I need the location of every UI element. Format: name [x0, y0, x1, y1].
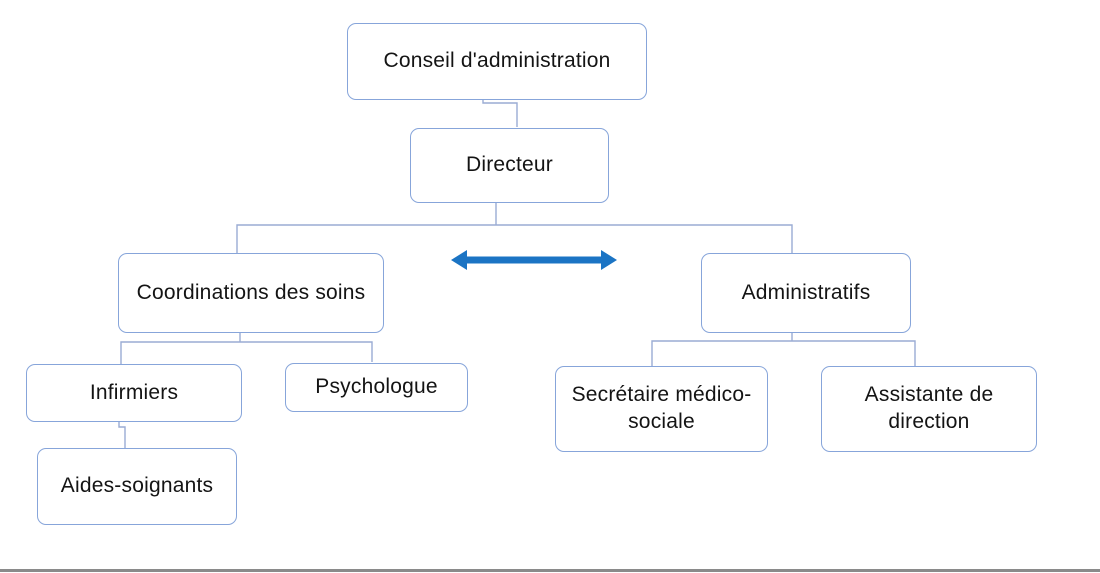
connector-directeur-children-rail: [236, 224, 793, 253]
org-node-label: Psychologue: [315, 375, 438, 399]
connector-infirmiers-aides: [118, 422, 126, 448]
org-node-infirmiers: Infirmiers: [26, 364, 242, 422]
org-node-aides-soignants: Aides-soignants: [37, 448, 237, 525]
org-node-label: Directeur: [466, 153, 553, 177]
connector-administratifs-children-rail: [651, 340, 916, 366]
org-node-label: Assistante de direction: [864, 383, 994, 433]
org-node-assistante-direction: Assistante de direction: [821, 366, 1037, 452]
connector-conseil-directeur: [482, 100, 518, 127]
org-node-coordinations-soins: Coordinations des soins: [118, 253, 384, 333]
double-arrow: [451, 250, 617, 270]
org-node-label: Aides-soignants: [60, 474, 214, 498]
org-node-administratifs: Administratifs: [701, 253, 911, 333]
page-bottom-rule: [0, 569, 1100, 572]
org-node-label: Secrétaire médico- sociale: [571, 383, 752, 433]
org-node-label: Coordinations des soins: [136, 280, 366, 304]
org-node-psychologue: Psychologue: [285, 363, 468, 412]
org-node-directeur: Directeur: [410, 128, 609, 203]
connector-coordinations-children-rail: [120, 341, 373, 364]
org-node-conseil-administration: Conseil d'administration: [347, 23, 647, 100]
org-node-label: Administratifs: [741, 280, 871, 304]
org-node-label: Conseil d'administration: [383, 49, 611, 73]
org-node-secretaire-medico-sociale: Secrétaire médico- sociale: [555, 366, 768, 452]
org-node-label: Infirmiers: [89, 380, 179, 404]
